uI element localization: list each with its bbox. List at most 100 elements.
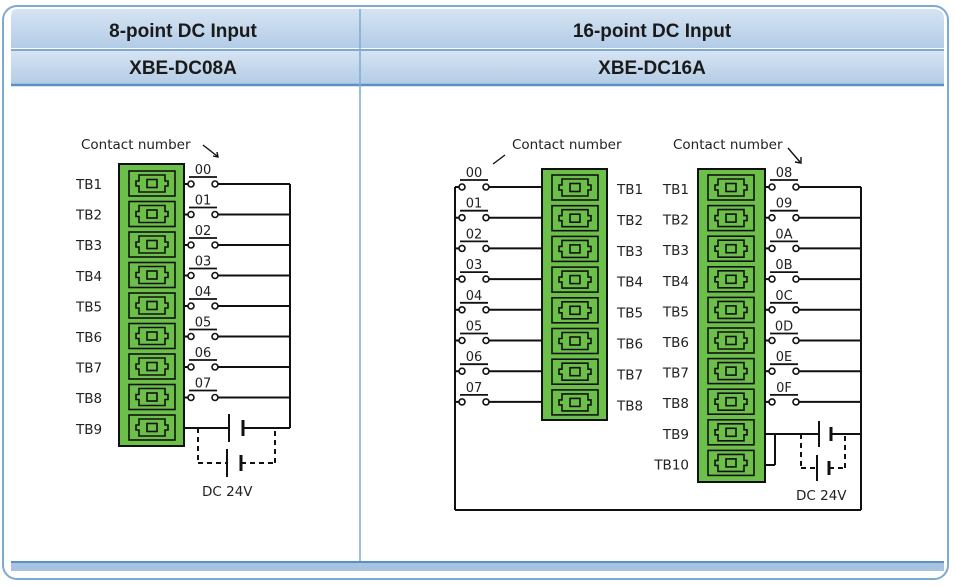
- terminal-cell: [128, 414, 176, 441]
- contact-number: 02: [195, 224, 212, 239]
- contact-number: 0F: [776, 381, 792, 396]
- header-row-model: [11, 51, 944, 84]
- terminal-label: TB8: [616, 398, 643, 414]
- panel1-supply-label: DC 24V: [202, 484, 253, 500]
- contact-number: 07: [195, 377, 212, 392]
- terminal-cell: [128, 353, 176, 380]
- switch-contact: 0F: [765, 381, 861, 406]
- switch-contact: 01: [184, 194, 290, 219]
- contact-label-arrow: [492, 154, 506, 165]
- contact-number: 08: [776, 166, 793, 181]
- terminal-label: TB1: [662, 182, 689, 198]
- terminal-label: TB4: [75, 269, 102, 285]
- terminal-cell: [707, 204, 755, 232]
- terminal-cell: [707, 418, 755, 446]
- terminal-cell: [551, 358, 599, 386]
- terminal-label: TB10: [653, 457, 689, 473]
- contact-number: 0C: [775, 289, 792, 304]
- terminal-cell: [128, 292, 176, 319]
- terminal-cell: [551, 266, 599, 293]
- panel1-contact-label: Contact number: [81, 137, 191, 153]
- terminal-cell: [128, 322, 176, 350]
- contact-number: 04: [466, 289, 483, 304]
- terminal-label: TB2: [75, 208, 102, 224]
- contact-number: 05: [195, 316, 212, 331]
- terminal-cell: [128, 170, 176, 197]
- switch-contact: 06: [184, 346, 290, 371]
- terminal-cell: [128, 261, 176, 289]
- terminal-cell: [551, 174, 599, 201]
- contact-number: 01: [195, 194, 212, 209]
- footer-bar: [11, 562, 944, 571]
- terminal-cell: [551, 389, 599, 416]
- terminal-cell: [128, 383, 176, 411]
- panel2-supply-label: DC 24V: [796, 488, 847, 504]
- terminal-cell: [707, 357, 755, 385]
- switch-contact: 05: [184, 316, 290, 341]
- panel1-diagram: Contact number TB1TB2TB3TB4TB5TB6TB7TB8T…: [75, 137, 291, 500]
- contact-number: 06: [195, 346, 212, 361]
- panel2-right-contact-label: Contact number: [673, 137, 783, 153]
- contact-number: 0B: [775, 258, 792, 273]
- header-row-title: [11, 9, 944, 48]
- dc-supply-battery: [800, 421, 846, 481]
- contact-number: 06: [466, 350, 483, 365]
- switch-contact: 01: [455, 197, 542, 222]
- terminal-label: TB6: [662, 335, 689, 351]
- switch-contact: 0D: [765, 320, 861, 345]
- terminal-cell: [707, 327, 755, 354]
- terminal-label: TB1: [616, 182, 643, 198]
- contact-number: 02: [466, 227, 483, 242]
- switch-contact: 07: [455, 381, 542, 406]
- switch-contact: 03: [184, 255, 290, 280]
- switch-contact: 0A: [765, 227, 861, 253]
- terminal-label: TB4: [616, 275, 643, 291]
- terminal-label: TB3: [75, 238, 102, 254]
- contact-number: 03: [195, 255, 212, 270]
- terminal-label: TB5: [662, 304, 689, 320]
- terminal-cell: [128, 200, 176, 228]
- panel2-diagram: Contact number TB1TB2TB3TB4TB5TB6TB7TB8 …: [454, 137, 862, 511]
- switch-contact: 0B: [765, 258, 861, 283]
- terminal-cell: [551, 296, 599, 324]
- switch-contact: 00: [184, 163, 290, 188]
- switch-contact: 07: [184, 377, 290, 402]
- terminal-cell: [707, 174, 755, 201]
- switch-contact: 04: [455, 289, 542, 314]
- terminal-cell: [551, 235, 599, 263]
- contact-number: 07: [466, 381, 483, 396]
- terminal-label: TB1: [75, 177, 102, 193]
- switch-contact: 00: [455, 166, 542, 191]
- switch-contact: 0C: [765, 289, 861, 314]
- terminal-cell: [707, 296, 755, 324]
- terminal-label: TB7: [662, 366, 689, 382]
- terminal-label: TB5: [75, 299, 102, 315]
- contact-number: 01: [466, 197, 483, 212]
- contact-label-arrow: [202, 144, 218, 157]
- contact-number: 0D: [775, 320, 793, 335]
- terminal-label: TB8: [75, 391, 102, 407]
- switch-contact: 06: [455, 350, 542, 376]
- terminal-label: TB3: [616, 244, 643, 260]
- dc-supply-battery: [197, 414, 276, 477]
- terminal-cell: [707, 388, 755, 416]
- switch-contact: 09: [765, 197, 861, 222]
- contact-number: 04: [195, 285, 212, 300]
- switch-contact: 03: [455, 258, 542, 283]
- terminal-cell: [707, 449, 755, 477]
- contact-number: 09: [776, 197, 793, 212]
- terminal-label: TB2: [662, 213, 689, 229]
- terminal-label: TB3: [662, 243, 689, 259]
- switch-contact: 04: [184, 285, 290, 310]
- contact-number: 0A: [775, 227, 792, 242]
- terminal-label: TB5: [616, 306, 643, 322]
- terminal-label: TB7: [75, 361, 102, 377]
- contact-number: 05: [466, 320, 483, 335]
- terminal-label: TB9: [75, 422, 102, 438]
- switch-contact: 02: [184, 224, 290, 249]
- terminal-label: TB8: [662, 396, 689, 412]
- terminal-label: TB2: [616, 213, 643, 229]
- terminal-cell: [707, 265, 755, 293]
- terminal-cell: [551, 204, 599, 232]
